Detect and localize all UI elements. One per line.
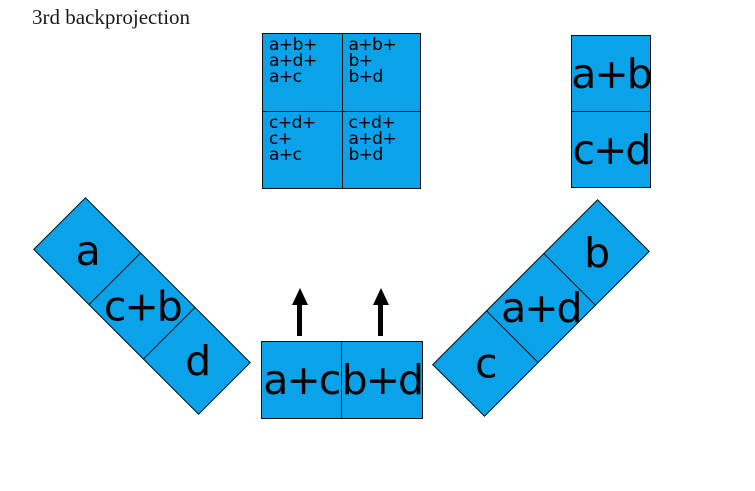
diagonal-cell-label: a <box>75 227 99 276</box>
grid-cell-line: c+ <box>269 129 292 149</box>
grid-cell-line: c+d+ <box>269 113 316 133</box>
projection-cell-label: b+d <box>341 356 424 404</box>
right-diagonal-strip: c a+d b <box>432 199 650 417</box>
grid-cell-line: a+d+ <box>269 51 317 71</box>
diagonal-cell-label: a+d <box>501 283 581 332</box>
sum-grid: a+b+ a+d+ a+c a+b+ b+ b+d c+d+ c+ a+c c+… <box>262 33 421 189</box>
arrow-shaft <box>378 305 383 336</box>
projection-cell: a+b <box>571 36 653 111</box>
sum-grid-cell-bottom-left: c+d+ c+ a+c <box>263 111 342 188</box>
diagonal-cell-label: c <box>475 339 496 388</box>
sum-grid-cell-top-right: a+b+ b+ b+d <box>341 34 421 111</box>
left-diagonal-strip: a c+b d <box>33 197 251 415</box>
bottom-projection-strip: a+c b+d <box>261 341 424 419</box>
arrow-head <box>372 288 389 305</box>
grid-cell-line: a+c <box>269 67 302 87</box>
projection-cell-label: c+d <box>572 125 652 174</box>
projection-cell: b+d <box>340 342 424 418</box>
right-projection-strip: a+b c+d <box>571 35 653 188</box>
arrow-shaft <box>297 305 302 336</box>
grid-cell-line: a+d+ <box>348 129 397 149</box>
grid-cell-line: a+b+ <box>269 35 317 55</box>
arrow-head <box>291 288 308 305</box>
projection-cell-label: a+b <box>571 49 653 98</box>
diagonal-cell-label: b <box>584 228 609 277</box>
grid-cell-line: a+c <box>269 145 302 165</box>
up-arrow-icon <box>291 288 308 336</box>
projection-cell: c+d <box>572 111 652 187</box>
projection-cell: a+c <box>262 342 341 418</box>
diagonal-cell-label: d <box>184 336 209 385</box>
sum-grid-cell-bottom-right: c+d+ a+d+ b+d <box>341 111 420 188</box>
up-arrow-icon <box>372 288 389 336</box>
grid-cell-line: b+d <box>348 145 384 165</box>
grid-cell-line: a+b+ <box>348 35 397 55</box>
projection-cell-label: a+c <box>263 356 341 404</box>
diagonal-cell-label: c+b <box>103 282 181 331</box>
grid-cell-line: c+d+ <box>348 113 396 133</box>
sum-grid-cell-top-left: a+b+ a+d+ a+c <box>263 34 342 111</box>
grid-cell-line: b+d <box>348 67 384 87</box>
page-title: 3rd backprojection <box>32 5 191 29</box>
grid-cell-line: b+ <box>348 51 374 71</box>
